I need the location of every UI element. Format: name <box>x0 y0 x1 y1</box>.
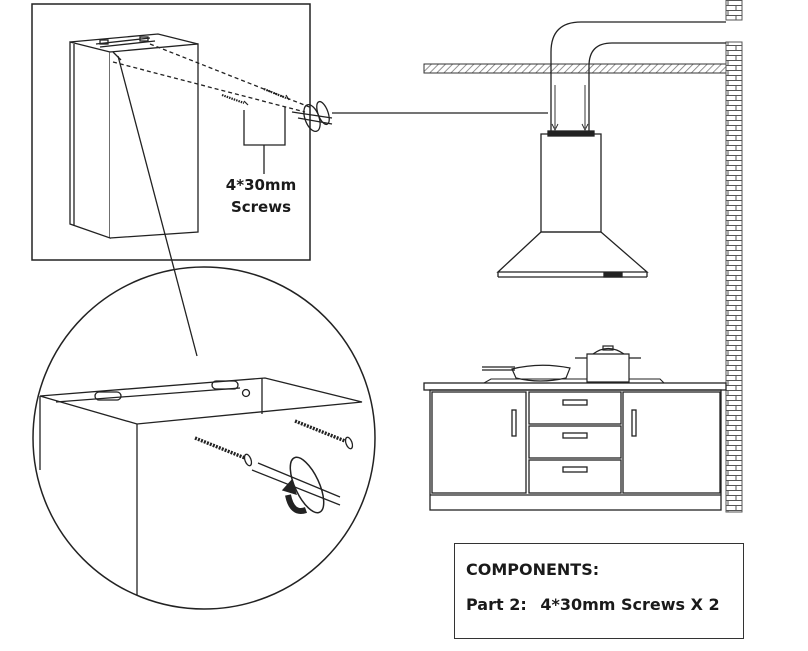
part-label: Part 2: <box>466 595 527 614</box>
screw-size-label: 4*30mm Screws <box>218 174 304 218</box>
top-inset-panel <box>31 3 333 357</box>
kitchen-counter <box>423 378 727 511</box>
exhaust-duct <box>550 21 726 132</box>
screw-icon <box>221 87 290 106</box>
chimney-hood <box>496 130 649 278</box>
screwdriver-icon <box>291 100 333 133</box>
screw-icon <box>194 419 354 467</box>
cooking-pot-icon <box>575 345 641 383</box>
ceiling-slab <box>423 63 727 74</box>
cabinet-box-drawing <box>69 33 199 239</box>
detail-magnify-circle <box>32 266 376 610</box>
components-title: COMPONENTS: <box>466 560 600 579</box>
screw-label-size: 4*30mm <box>225 176 297 194</box>
screwdriver-icon <box>251 456 341 514</box>
part-description: 4*30mm Screws X 2 <box>540 595 720 614</box>
components-legend: COMPONENTS: Part 2: 4*30mm Screws X 2 <box>454 543 744 639</box>
brick-wall <box>725 0 743 513</box>
components-part-line: Part 2: 4*30mm Screws X 2 <box>466 595 720 614</box>
screw-label-word: Screws <box>230 198 292 216</box>
frying-pan-icon <box>482 364 571 382</box>
